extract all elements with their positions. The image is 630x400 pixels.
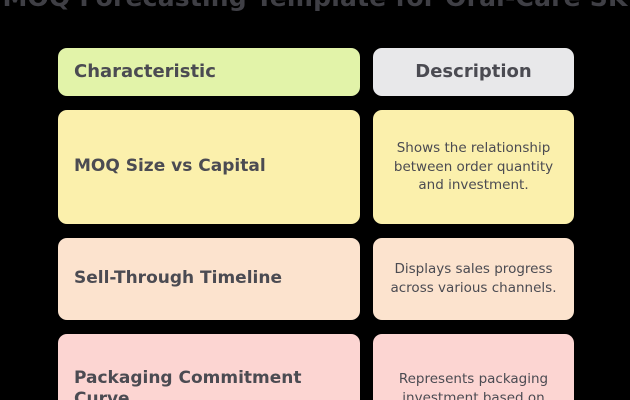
table-row: Packaging Commitment Curve Represents pa… — [58, 334, 574, 400]
table-header-row: Characteristic Description — [58, 48, 574, 96]
column-header-characteristic: Characteristic — [58, 48, 360, 96]
row-characteristic-moq-size-vs-capital: MOQ Size vs Capital — [58, 110, 360, 224]
column-header-description: Description — [373, 48, 574, 96]
row-characteristic-sell-through-timeline: Sell-Through Timeline — [58, 238, 360, 320]
moq-forecasting-table: Characteristic Description MOQ Size vs C… — [58, 48, 574, 400]
row-description-packaging-commitment-curve: Represents packaging investment based on — [373, 334, 574, 400]
row-characteristic-packaging-commitment-curve: Packaging Commitment Curve — [58, 334, 360, 400]
row-description-sell-through-timeline: Displays sales progress across various c… — [373, 238, 574, 320]
table-row: MOQ Size vs Capital Shows the relationsh… — [58, 110, 574, 224]
page-title: MOQ Forecasting Template for Oral-Care S… — [0, 0, 630, 18]
table-row: Sell-Through Timeline Displays sales pro… — [58, 238, 574, 320]
row-description-moq-size-vs-capital: Shows the relationship between order qua… — [373, 110, 574, 224]
